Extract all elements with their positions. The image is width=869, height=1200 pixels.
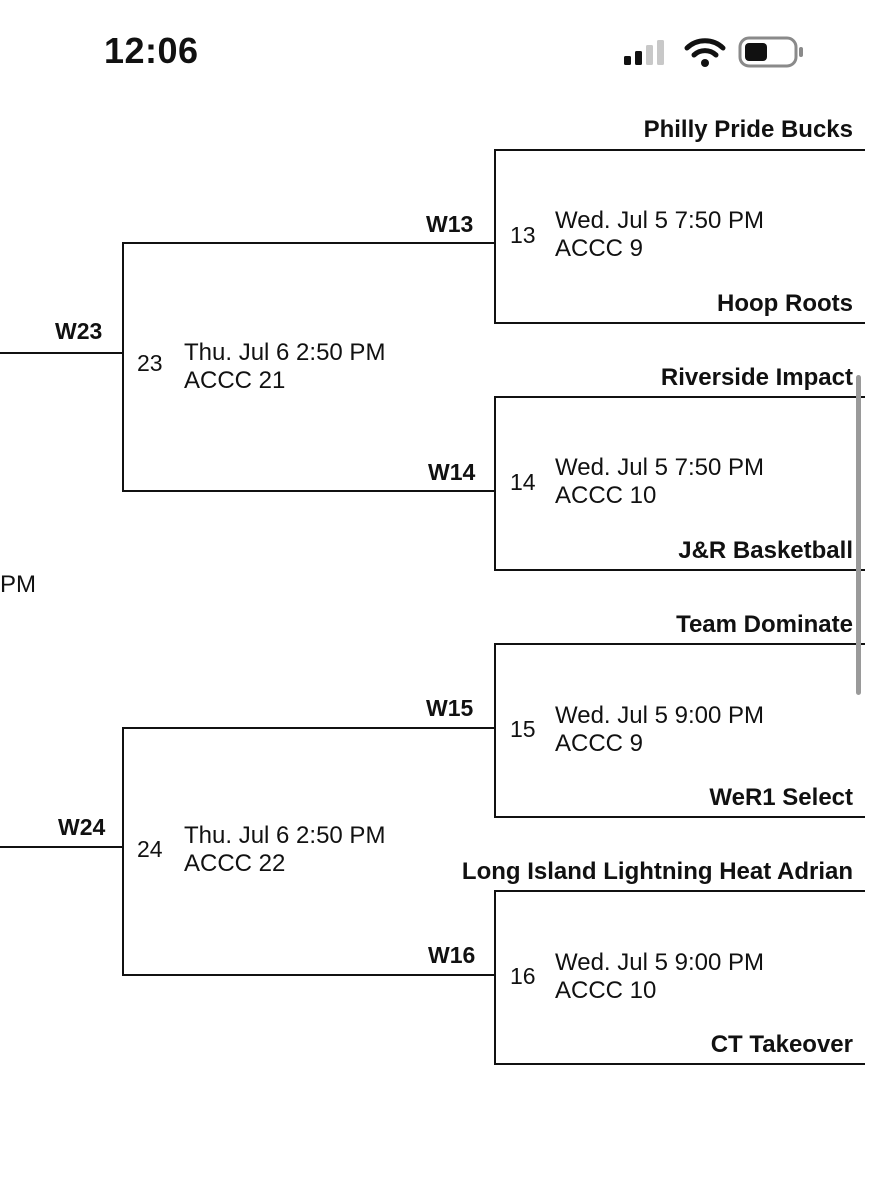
game-number: 23 [137,350,163,376]
game-datetime: Thu. Jul 6 2:50 PM [184,339,386,366]
connector-line [494,890,496,1065]
winner-label: W14 [428,459,476,485]
connector-line [494,643,496,818]
connector-line [0,352,124,354]
game-info: Wed. Jul 5 9:00 PM ACCC 10 [555,949,764,1005]
game-info: Thu. Jul 6 2:50 PM ACCC 22 [184,822,385,878]
winner-label: W15 [426,695,474,721]
team-line [494,1063,865,1065]
connector-line [122,727,124,976]
team-line [494,322,865,324]
wifi-icon [684,38,726,67]
game-number: 13 [510,222,536,248]
game-number: 16 [510,963,536,989]
winner-label: W23 [55,318,103,344]
team-line [494,890,865,892]
vertical-scrollbar[interactable] [856,375,861,695]
team-name[interactable]: Philly Pride Bucks [643,116,853,143]
game-info: Wed. Jul 5 7:50 PM ACCC 9 [555,207,764,263]
game-number: 15 [510,716,536,742]
team-line [494,643,865,645]
game-court: ACCC 21 [184,367,286,394]
connector-line [122,490,496,492]
game-datetime: Wed. Jul 5 7:50 PM [555,454,764,481]
game-datetime: Wed. Jul 5 7:50 PM [555,207,764,234]
game-datetime: Wed. Jul 5 9:00 PM [555,949,764,976]
team-name[interactable]: CT Takeover [710,1031,853,1058]
team-line [494,816,865,818]
game-court: ACCC 10 [555,482,657,509]
game-info: Wed. Jul 5 9:00 PM ACCC 9 [555,702,764,758]
winner-label: W16 [428,942,476,968]
winner-label: W24 [58,814,106,840]
team-name[interactable]: Long Island Lightning Heat Adrian [461,858,853,885]
game-datetime: Wed. Jul 5 9:00 PM [555,702,764,729]
team-line [494,396,865,398]
status-time: 12:06 [104,30,199,71]
team-name[interactable]: WeR1 Select [709,784,853,811]
team-line [494,149,865,151]
game-info: Thu. Jul 6 2:50 PM ACCC 21 [184,339,385,395]
game-court: ACCC 22 [184,850,286,877]
team-name[interactable]: Riverside Impact [660,364,853,391]
partial-date-text: PM [0,571,36,598]
connector-line [0,846,124,848]
game-number: 14 [510,469,536,495]
battery-icon [738,36,803,68]
connector-line [494,396,496,571]
game-number: 24 [137,836,163,862]
game-court: ACCC 9 [555,730,644,757]
game-court: ACCC 9 [555,235,644,262]
signal-icon [624,40,664,65]
game-court: ACCC 10 [555,977,657,1004]
winner-label: W13 [426,211,474,237]
game-info: Wed. Jul 5 7:50 PM ACCC 10 [555,454,764,510]
connector-line [494,149,496,324]
team-name[interactable]: Team Dominate [676,611,853,638]
game-datetime: Thu. Jul 6 2:50 PM [184,822,386,849]
connector-line [122,974,496,976]
connector-line [122,242,124,492]
team-name[interactable]: Hoop Roots [717,290,853,317]
connector-line [122,727,496,729]
connector-line [122,242,496,244]
team-name[interactable]: J&R Basketball [678,537,853,564]
team-line [494,569,865,571]
